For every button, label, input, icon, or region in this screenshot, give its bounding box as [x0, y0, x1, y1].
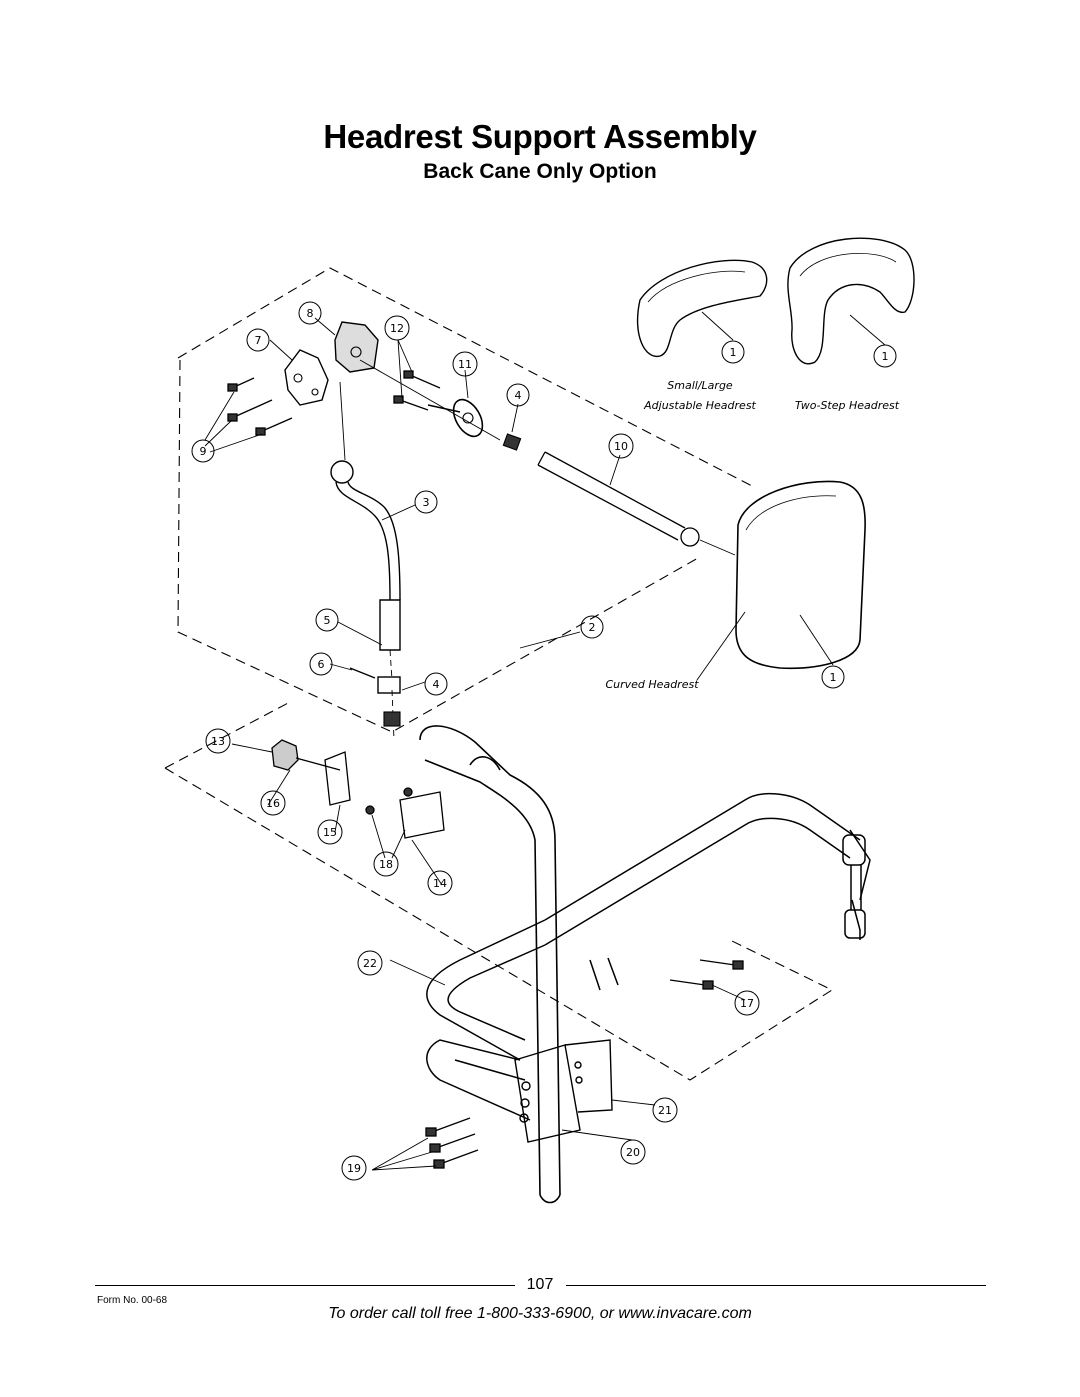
svg-text:13: 13	[211, 735, 225, 748]
svg-text:22: 22	[363, 957, 377, 970]
callout-12: 12	[384, 315, 410, 341]
callout-15: 15	[317, 819, 343, 845]
svg-text:2: 2	[589, 621, 596, 634]
bent-rod-3	[330, 460, 401, 741]
callout-22: 22	[357, 950, 383, 976]
curved-headrest	[735, 480, 866, 670]
insert-4-lower	[383, 711, 401, 727]
hub-11	[427, 398, 484, 438]
svg-text:14: 14	[433, 877, 447, 890]
screws-17	[669, 959, 744, 990]
clamp-8	[334, 321, 379, 373]
callout-20: 20	[620, 1139, 646, 1165]
svg-text:11: 11	[458, 358, 472, 371]
svg-text:5: 5	[324, 614, 331, 627]
callout-11: 11	[452, 351, 478, 377]
leader-lines	[204, 311, 886, 1171]
callout-5: 5	[315, 608, 339, 632]
set-screw-6	[349, 667, 376, 679]
svg-text:12: 12	[390, 322, 404, 335]
caption-two-step-headrest: Two-Step Headrest	[795, 399, 900, 412]
footer-rule-right	[566, 1285, 986, 1286]
callout-4-lower: 4	[424, 672, 448, 696]
collar-5	[377, 676, 401, 694]
footer-rule-left	[95, 1285, 515, 1286]
frame-22	[426, 792, 871, 1121]
knob-13	[271, 739, 341, 771]
svg-text:10: 10	[614, 440, 628, 453]
form-number: Form No. 00-68	[97, 1295, 168, 1306]
svg-text:4: 4	[515, 389, 522, 402]
callout-16: 16	[260, 790, 286, 816]
svg-text:16: 16	[266, 797, 280, 810]
callout-17: 17	[734, 990, 760, 1016]
svg-text:1: 1	[830, 671, 837, 684]
callout-1b: 1	[873, 344, 897, 368]
svg-text:4: 4	[433, 678, 440, 691]
callout-14: 14	[427, 870, 453, 896]
callout-13: 13	[205, 728, 231, 754]
callout-18: 18	[373, 851, 399, 877]
svg-text:17: 17	[740, 997, 754, 1010]
callout-8: 8	[298, 301, 322, 325]
svg-text:8: 8	[307, 307, 314, 320]
svg-text:15: 15	[323, 826, 337, 839]
caption-small-large: Small/Large	[667, 379, 733, 392]
svg-text:20: 20	[626, 1146, 640, 1159]
tube-10	[537, 451, 700, 547]
order-info: To order call toll free 1-800-333-6900, …	[328, 1305, 752, 1322]
svg-text:1: 1	[882, 350, 889, 363]
svg-text:18: 18	[379, 858, 393, 871]
page-title: Headrest Support Assembly	[323, 118, 757, 155]
upper-dashed-enclosure	[177, 267, 753, 733]
caption-curved-headrest: Curved Headrest	[605, 678, 699, 691]
small-large-headrest	[636, 259, 768, 357]
bracket-21	[514, 1039, 613, 1143]
screws-9	[227, 377, 293, 436]
callout-19: 19	[341, 1155, 367, 1181]
screws-12	[393, 370, 441, 411]
two-step-headrest	[787, 237, 915, 365]
svg-text:3: 3	[423, 496, 430, 509]
callout-1c: 1	[821, 665, 845, 689]
callout-3: 3	[414, 490, 438, 514]
callout-6: 6	[309, 652, 333, 676]
caption-adjustable-headrest: Adjustable Headrest	[643, 399, 756, 412]
clamp-15-14	[324, 751, 445, 839]
page-number: 107	[526, 1276, 554, 1293]
callout-1a: 1	[721, 340, 745, 364]
svg-text:7: 7	[255, 334, 262, 347]
svg-text:1: 1	[730, 346, 737, 359]
page-subtitle: Back Cane Only Option	[423, 160, 657, 183]
svg-text:9: 9	[200, 445, 207, 458]
insert-4-top	[502, 433, 522, 451]
lower-dashed-enclosure	[164, 701, 834, 1081]
callout-9: 9	[191, 439, 215, 463]
svg-text:6: 6	[318, 658, 325, 671]
callout-7: 7	[246, 328, 270, 352]
callout-2: 2	[580, 615, 604, 639]
svg-text:19: 19	[347, 1162, 361, 1175]
screws-19	[425, 1117, 479, 1169]
mounting-plate-7	[284, 349, 329, 406]
svg-text:21: 21	[658, 1104, 672, 1117]
callout-4-top: 4	[506, 383, 530, 407]
callout-21: 21	[652, 1097, 678, 1123]
callout-10: 10	[608, 433, 634, 459]
back-cane	[419, 725, 561, 1204]
